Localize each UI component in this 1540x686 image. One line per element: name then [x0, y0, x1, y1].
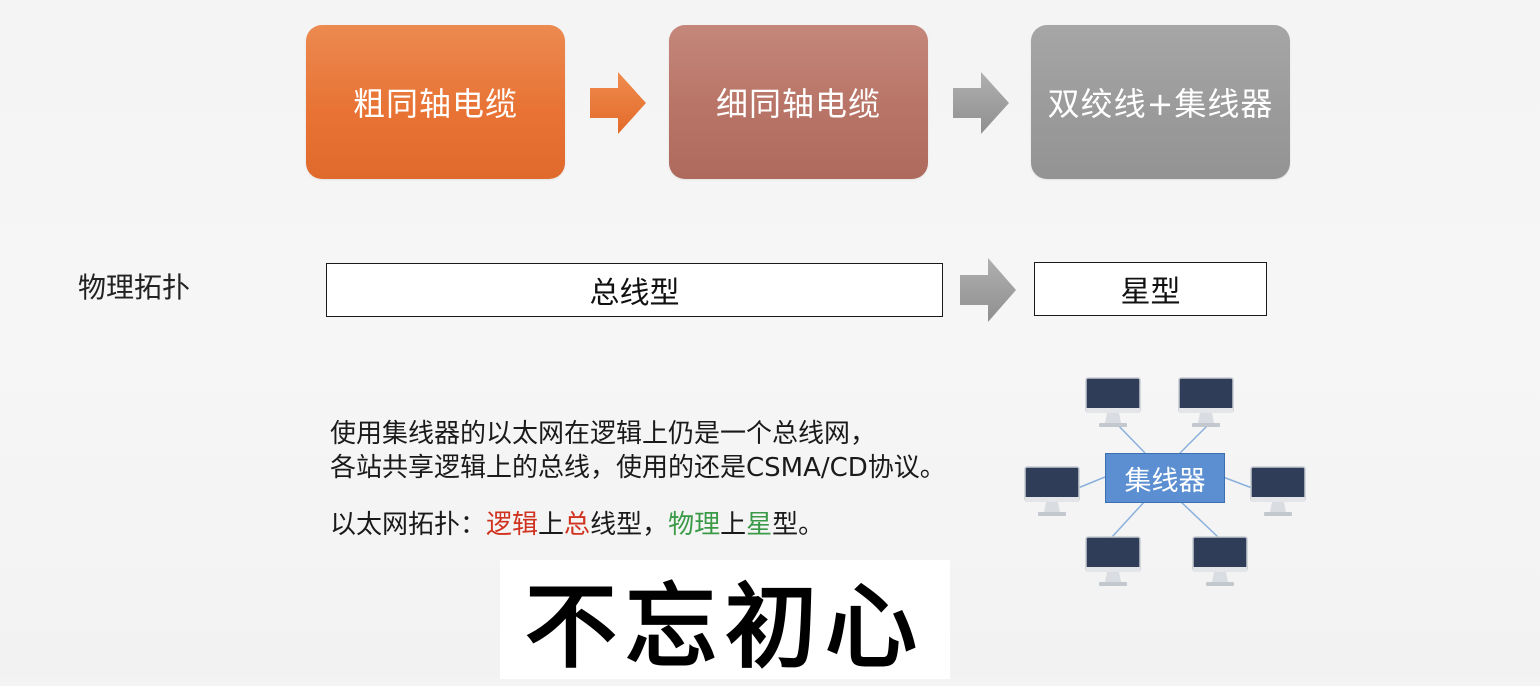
- twisted-pair-hub-box: 双绞线+集线器: [1031, 25, 1290, 179]
- star-topology-label: 星型: [1120, 275, 1181, 310]
- thick-coax-label: 粗同轴电缆: [352, 85, 518, 123]
- summary-on-1: 上: [538, 510, 565, 540]
- summary-physical: 物理: [668, 510, 721, 540]
- summary-logic: 逻辑: [486, 510, 539, 540]
- computer-icon: [1024, 466, 1080, 516]
- summary-bus-tail: 线型，: [590, 510, 669, 540]
- stamp-overlay: 不忘初心: [500, 560, 950, 681]
- stamp-text: 不忘初心: [524, 574, 925, 681]
- explanation-line-2: 各站共享逻辑上的总线，使用的还是CSMA/CD协议。: [330, 453, 946, 483]
- computer-icon: [1085, 377, 1141, 427]
- hub-label: 集线器: [1124, 465, 1206, 497]
- arrow-right-icon: [960, 258, 1016, 322]
- hub-node: 集线器: [1105, 453, 1225, 503]
- bus-topology-box: 总线型: [326, 263, 943, 317]
- thin-coax-label: 细同轴电缆: [715, 85, 881, 123]
- explanation-line-1: 使用集线器的以太网在逻辑上仍是一个总线网，: [330, 419, 877, 449]
- twisted-pair-hub-label: 双绞线+集线器: [1047, 85, 1274, 123]
- arrow-right-icon: [590, 72, 646, 134]
- thin-coax-box: 细同轴电缆: [669, 25, 928, 179]
- computer-icon: [1085, 536, 1141, 586]
- computer-icon: [1178, 377, 1234, 427]
- summary-star-tail: 型。: [772, 510, 825, 540]
- topology-summary: 以太网拓扑：逻辑上总线型，物理上星型。: [330, 508, 824, 542]
- summary-prefix: 以太网拓扑：: [330, 510, 487, 540]
- arrow-right-icon: [953, 72, 1009, 134]
- hub-star-diagram: 集线器: [1020, 370, 1310, 590]
- summary-xing: 星: [746, 510, 773, 540]
- physical-topology-label: 物理拓扑: [78, 271, 191, 304]
- computer-icon: [1192, 536, 1248, 586]
- summary-zong: 总: [564, 510, 591, 540]
- bus-topology-label: 总线型: [589, 276, 680, 311]
- computer-icon: [1250, 466, 1306, 516]
- star-topology-box: 星型: [1034, 262, 1267, 316]
- thick-coax-box: 粗同轴电缆: [306, 25, 565, 179]
- summary-on-2: 上: [720, 510, 747, 540]
